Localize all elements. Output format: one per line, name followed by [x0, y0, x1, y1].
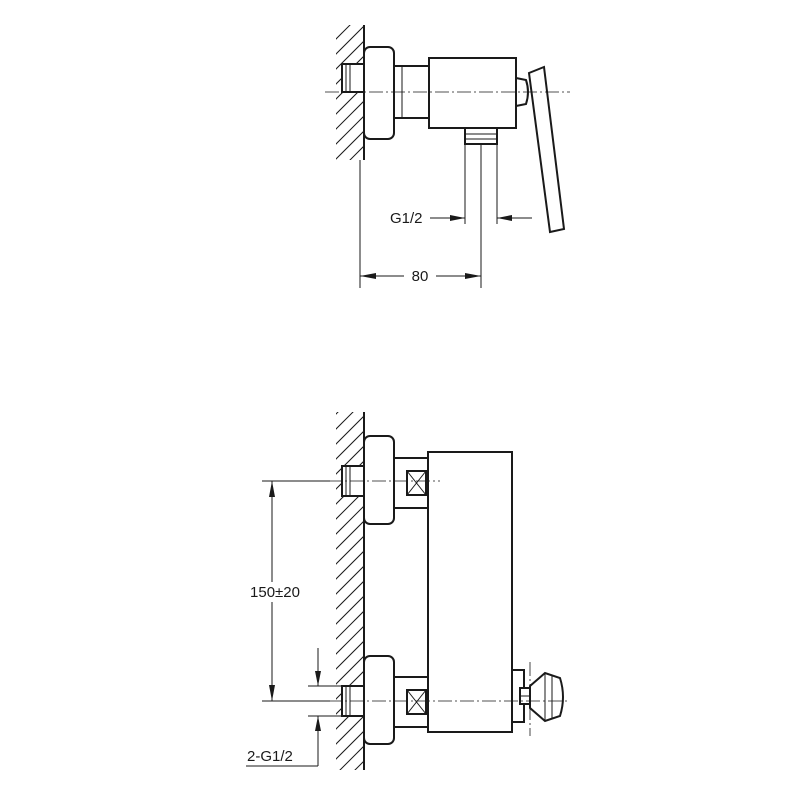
- top-view: G1/2 80: [325, 25, 570, 288]
- inlet-thread-top: [341, 63, 365, 93]
- valve-body-front: [427, 451, 513, 733]
- valve-body-top: [428, 57, 517, 129]
- dimension-2g12: 2-G1/2: [246, 648, 342, 767]
- dimension-label-g12: G1/2: [390, 210, 423, 227]
- dimension-label-80: 80: [412, 268, 429, 285]
- handle-hub-top: [515, 76, 529, 108]
- lever-handle-top: [527, 65, 566, 234]
- dimension-80: 80: [360, 266, 481, 286]
- outlet-nipple-top: [464, 127, 498, 145]
- lower-wall-flange: [363, 655, 395, 745]
- front-view: 150±20 2-G1/2: [244, 412, 570, 770]
- dimension-label-2g12: 2-G1/2: [247, 748, 293, 765]
- dimension-label-150: 150±20: [250, 584, 300, 601]
- dimension-g12-top: G1/2: [390, 210, 532, 227]
- wall-flange-top: [363, 46, 395, 140]
- dimension-150: 150±20: [244, 481, 306, 701]
- upper-wall-flange: [363, 435, 395, 525]
- knob-cap: [529, 671, 564, 723]
